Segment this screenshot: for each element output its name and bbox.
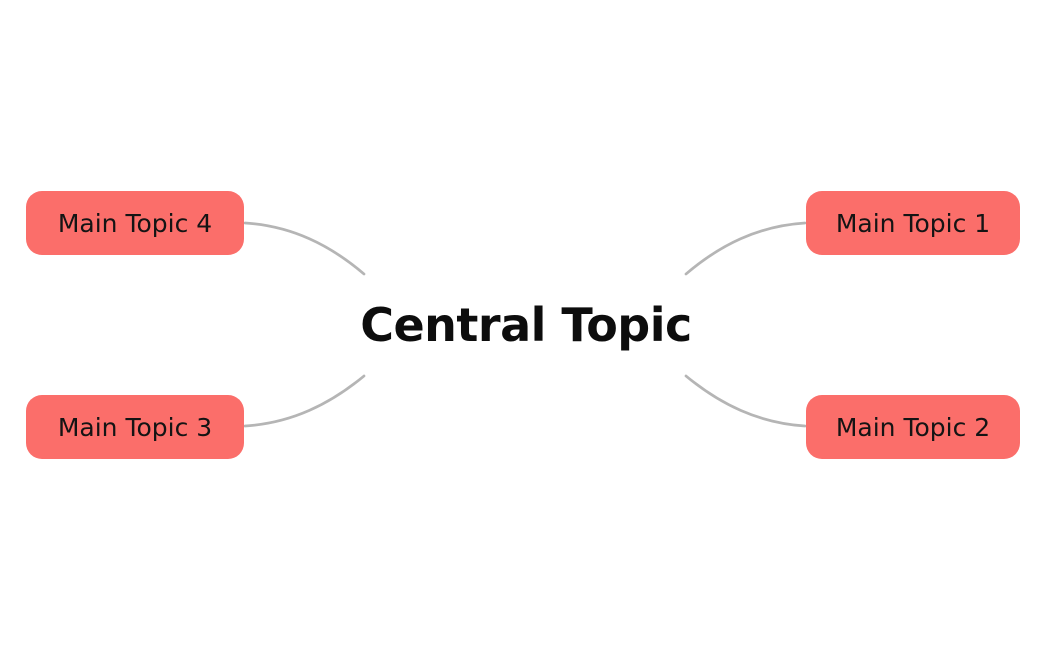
node-main-topic-1-label: Main Topic 1 [835, 208, 991, 238]
connector-main-topic-3 [243, 374, 366, 428]
connector-main-topic-1 [684, 221, 807, 276]
node-main-topic-3[interactable]: Main Topic 3 [26, 395, 244, 459]
connector-main-topic-4 [243, 221, 366, 276]
connector-main-topic-2 [684, 374, 807, 428]
node-main-topic-1[interactable]: Main Topic 1 [806, 191, 1020, 255]
node-main-topic-4[interactable]: Main Topic 4 [26, 191, 244, 255]
node-main-topic-3-label: Main Topic 3 [57, 412, 213, 442]
node-central-topic[interactable]: Central Topic [360, 298, 692, 352]
node-main-topic-4-label: Main Topic 4 [57, 208, 213, 238]
node-main-topic-2-label: Main Topic 2 [835, 412, 991, 442]
node-main-topic-2[interactable]: Main Topic 2 [806, 395, 1020, 459]
